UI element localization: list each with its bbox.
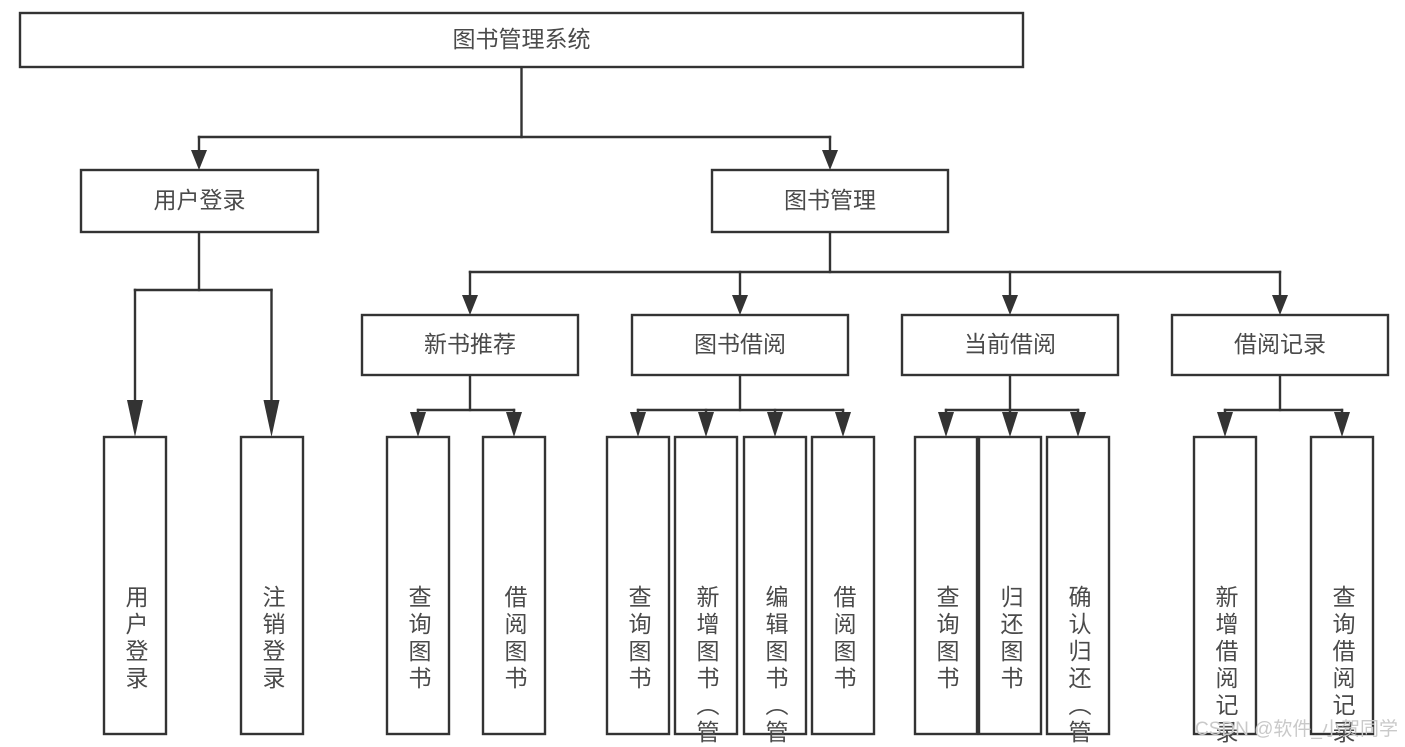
leaf-label-borrow-book: 借阅图书: [830, 585, 857, 693]
node-box-book-borrow[interactable]: [630, 313, 850, 377]
node-label-borrow-record: 借阅记录: [1234, 331, 1326, 357]
node-box-new-book-recommend[interactable]: [360, 313, 580, 377]
arrow-head-leaf-query-book-3: [938, 412, 954, 437]
leaf-borrow-book[interactable]: 借阅图书: [810, 435, 876, 736]
leaf-label-query-book-current: 查询图书: [933, 585, 960, 693]
leaf-borrow-book-recommend[interactable]: 借阅图书: [481, 435, 547, 736]
arrow-head-leaf-borrow-book-1: [506, 412, 522, 437]
node-box-root[interactable]: [18, 11, 1025, 69]
leaf-box-logout[interactable]: [239, 435, 305, 736]
arrow-head-to-current-borrow: [1002, 295, 1018, 315]
leaf-box-return-book[interactable]: [977, 435, 1043, 736]
arrow-head-to-book-borrow: [732, 295, 748, 315]
leaf-label-borrow-book-recommend: 借阅图书: [501, 585, 528, 693]
node-box-book-management[interactable]: [710, 168, 950, 234]
arrow-head-leaf-query-record: [1334, 412, 1350, 437]
leaf-label-add-book: 新增图书（管理员）: [693, 585, 720, 747]
arrow-head-leaf-query-book-2: [630, 412, 646, 437]
arrow-head-to-borrow-record: [1272, 295, 1288, 315]
leaf-label-edit-book: 编辑图书（管理员）: [762, 585, 789, 747]
arrow-head-to-book-management: [822, 150, 838, 170]
leaf-user-login[interactable]: 用户登录: [102, 435, 168, 736]
leaf-label-add-borrow-record: 新增借阅记录: [1212, 585, 1239, 747]
arrow-head-leaf-confirm-return: [1070, 412, 1086, 437]
node-label-user-login: 用户登录: [154, 187, 246, 213]
node-box-current-borrow[interactable]: [900, 313, 1120, 377]
leaf-add-book[interactable]: 新增图书（管理员）: [673, 435, 739, 747]
leaf-box-add-book[interactable]: [673, 435, 739, 736]
leaf-confirm-return[interactable]: 确认归还（管理员）: [1045, 435, 1111, 747]
leaf-query-book-current[interactable]: 查询图书: [913, 435, 979, 736]
node-label-root: 图书管理系统: [453, 26, 591, 52]
node-borrow-record[interactable]: 借阅记录: [1170, 313, 1390, 377]
node-root-system[interactable]: 图书管理系统: [18, 11, 1025, 69]
leaf-box-add-borrow-record[interactable]: [1192, 435, 1258, 736]
leaf-label-return-book: 归还图书: [997, 585, 1024, 693]
leaf-edit-book[interactable]: 编辑图书（管理员）: [742, 435, 808, 747]
leaf-box-query-book-borrow[interactable]: [605, 435, 671, 736]
leaf-query-book-recommend[interactable]: 查询图书: [385, 435, 451, 736]
leaf-box-query-book-current[interactable]: [913, 435, 979, 736]
connector-layer: [127, 65, 1350, 437]
node-book-management[interactable]: 图书管理: [710, 168, 950, 234]
leaf-box-edit-book[interactable]: [742, 435, 808, 736]
node-label-book-management: 图书管理: [784, 187, 876, 213]
arrow-head-leaf-logout: [263, 400, 280, 437]
leaf-box-user-login[interactable]: [102, 435, 168, 736]
leaf-add-borrow-record[interactable]: 新增借阅记录: [1192, 435, 1258, 747]
node-box-user-login[interactable]: [79, 168, 320, 234]
arrow-head-leaf-query-book-1: [410, 412, 426, 437]
arrow-head-to-new-book-recommend: [462, 295, 478, 315]
leaf-box-query-book-recommend[interactable]: [385, 435, 451, 736]
arrow-head-leaf-add-book: [698, 412, 714, 437]
node-user-login[interactable]: 用户登录: [79, 168, 320, 234]
node-current-borrow[interactable]: 当前借阅: [900, 313, 1120, 377]
leaf-label-confirm-return: 确认归还（管理员）: [1065, 585, 1092, 747]
leaf-label-query-book-borrow: 查询图书: [625, 585, 652, 693]
leaf-label-query-borrow-record: 查询借阅记录: [1329, 585, 1356, 747]
leaf-box-query-borrow-record[interactable]: [1309, 435, 1375, 736]
arrow-head-leaf-return-book: [1002, 412, 1018, 437]
node-box-borrow-record[interactable]: [1170, 313, 1390, 377]
arrow-head-to-user-login: [191, 150, 207, 170]
leaf-logout[interactable]: 注销登录: [239, 435, 305, 736]
leaf-query-borrow-record[interactable]: 查询借阅记录: [1309, 435, 1375, 747]
node-new-book-recommend[interactable]: 新书推荐: [360, 313, 580, 377]
leaf-box-confirm-return[interactable]: [1045, 435, 1111, 736]
watermark-label: CSDN @软件_小贺同学: [1195, 718, 1398, 740]
leaf-return-book[interactable]: 归还图书: [977, 435, 1043, 736]
leaf-box-borrow-book-recommend[interactable]: [481, 435, 547, 736]
node-label-book-borrow: 图书借阅: [694, 331, 786, 357]
arrow-head-leaf-borrow-book-2: [835, 412, 851, 437]
node-book-borrow[interactable]: 图书借阅: [630, 313, 850, 377]
leaf-query-book-borrow[interactable]: 查询图书: [605, 435, 671, 736]
arrow-head-leaf-edit-book: [767, 412, 783, 437]
node-label-current-borrow: 当前借阅: [964, 331, 1056, 357]
node-label-new-book-recommend: 新书推荐: [424, 331, 516, 357]
leaf-label-user-login: 用户登录: [122, 585, 149, 693]
arrow-head-leaf-user-login: [127, 400, 143, 437]
leaf-box-borrow-book[interactable]: [810, 435, 876, 736]
leaf-label-query-book-recommend: 查询图书: [405, 585, 432, 693]
leaf-label-logout: 注销登录: [259, 585, 286, 693]
arrow-head-leaf-add-record: [1217, 412, 1233, 437]
